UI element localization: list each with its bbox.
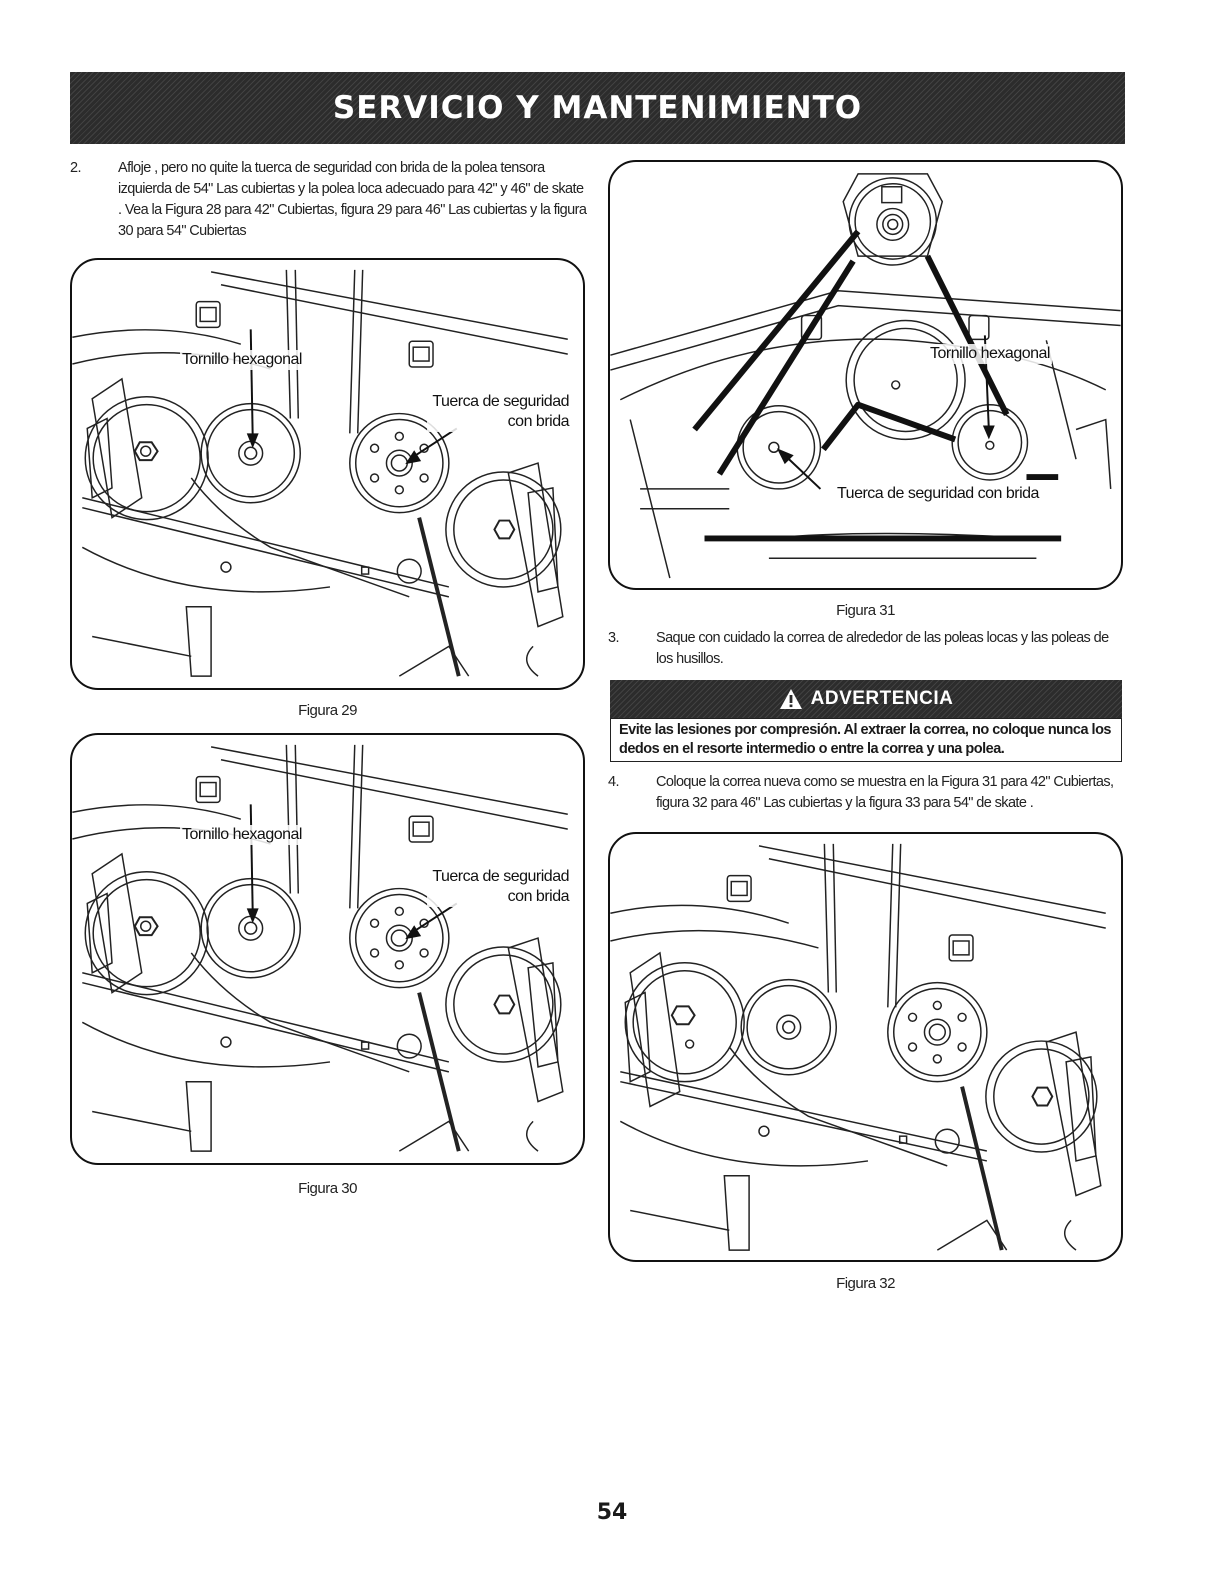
warning-triangle-icon — [779, 689, 802, 709]
warning-message: Evite las lesiones por compresión. Al ex… — [610, 718, 1122, 762]
section-title: SERVICIO Y MANTENIMIENTO — [332, 90, 863, 126]
callout-flange-locknut: Tuerca de seguridad con brida — [427, 392, 571, 432]
figure-30-illustration: Tornillo hexagonal Tuerca de seguridad c… — [70, 733, 585, 1165]
deck-pulley-drawing — [72, 269, 568, 677]
step-number: 3. — [608, 630, 620, 646]
figure-caption: Figura 29 — [298, 702, 357, 719]
belt-routing-drawing — [610, 173, 1121, 579]
figure-caption: Figura 31 — [836, 602, 895, 619]
callout-hex-bolt: Tornillo hexagonal — [180, 825, 304, 845]
step-text: Coloque la correa nueva como se muestra … — [656, 774, 1114, 811]
figure-caption: Figura 32 — [836, 1275, 895, 1292]
step-number: 4. — [608, 774, 620, 790]
figure-29-illustration: Tornillo hexagonal Tuerca de seguridad c… — [70, 258, 585, 690]
deck-pulley-drawing — [72, 744, 568, 1152]
section-header-banner: SERVICIO Y MANTENIMIENTO — [70, 72, 1125, 144]
figure-32-illustration — [608, 832, 1123, 1262]
warning-title: ADVERTENCIA — [810, 688, 954, 709]
callout-flange-locknut: Tuerca de seguridad con brida — [427, 867, 571, 907]
callout-flange-locknut: Tuerca de seguridad con brida — [835, 484, 1041, 504]
step-4: 4. Coloque la correa nueva como se muest… — [608, 772, 1122, 814]
figure-31-illustration: Tornillo hexagonal Tuerca de seguridad c… — [608, 160, 1123, 590]
warning-header: ADVERTENCIA — [610, 680, 1122, 718]
deck-belt-drawing — [610, 843, 1106, 1251]
callout-hex-bolt: Tornillo hexagonal — [180, 350, 304, 370]
step-number: 2. — [70, 160, 82, 176]
step-text: Saque con cuidado la correa de alrededor… — [656, 630, 1109, 667]
step-text: Afloje , pero no quite la tuerca de segu… — [118, 160, 587, 239]
page-number: 54 — [596, 1500, 628, 1525]
step-3: 3. Saque con cuidado la correa de alrede… — [608, 628, 1122, 670]
figure-caption: Figura 30 — [298, 1180, 357, 1197]
callout-hex-bolt: Tornillo hexagonal — [928, 344, 1052, 364]
step-2: 2. Afloje , pero no quite la tuerca de s… — [70, 158, 590, 242]
